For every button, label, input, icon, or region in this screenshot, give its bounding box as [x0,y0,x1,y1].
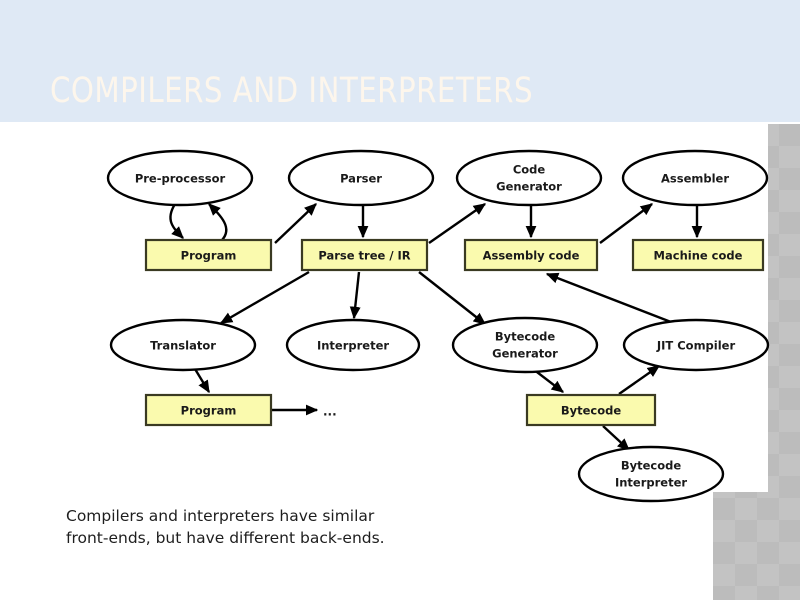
node-label-program-top: Program [181,249,237,263]
diagram-nodes: Pre-processor Parser Code Generator Asse… [106,149,770,503]
header-band [0,0,800,122]
node-label-interpreter: Interpreter [317,339,389,353]
compiler-pipeline-diagram: Pre-processor Parser Code Generator Asse… [106,149,770,503]
node-parse-tree-ir[interactable]: Parse tree / IR [300,238,429,272]
edge-translator-to-program [193,368,211,394]
node-label-code-generator-line1: Code [513,163,546,177]
node-label-bytecode-generator-line2: Generator [492,347,558,361]
node-label-assembly-code: Assembly code [483,249,580,263]
edge-jitcompiler-to-assemblycode [545,272,672,324]
node-bytecode[interactable]: Bytecode [525,393,657,427]
node-label-pre-processor: Pre-processor [135,172,226,186]
node-parser[interactable]: Parser [287,149,435,207]
node-label-parse-tree-ir: Parse tree / IR [318,249,410,263]
node-label-bytecode-generator-line1: Bytecode [495,330,556,344]
node-label-bytecode: Bytecode [561,404,622,418]
slide-caption: Compilers and interpreters have similar … [66,505,536,549]
node-bytecode-interpreter[interactable]: Bytecode Interpreter [577,445,725,503]
edge-parsetree-to-interpreter [349,271,361,320]
node-label-translator: Translator [150,339,216,353]
node-interpreter[interactable]: Interpreter [285,318,421,372]
node-label-bytecode-interpreter-line2: Interpreter [615,476,687,490]
node-pre-processor[interactable]: Pre-processor [106,149,254,207]
edge-program-to-preprocessor [208,203,228,241]
diagram-container: Pre-processor Parser Code Generator Asse… [95,140,785,503]
node-label-program-bottom: Program [181,404,237,418]
edge-preprocessor-to-program [169,203,184,239]
edge-parsetree-to-translator [219,270,310,325]
node-label-jit-compiler: JIT Compiler [656,339,736,353]
node-label-machine-code: Machine code [654,249,743,263]
ellipsis-marker: ... [323,405,337,419]
edge-program-to-parser [274,203,317,244]
node-program-bottom[interactable]: Program [144,393,273,427]
node-label-bytecode-interpreter-line1: Bytecode [621,459,682,473]
node-label-code-generator-line2: Generator [496,180,562,194]
edge-bytecode-to-bytecodeinterpreter [602,425,630,451]
node-program-top[interactable]: Program [144,238,273,272]
page-title: Compilers and Interpreters [50,71,534,111]
edge-assemblycode-to-assembler [599,203,653,244]
edge-parsetree-to-bytecodegenerator [418,271,486,325]
edge-bytecode-to-jitcompiler [618,365,661,395]
edge-bytecodegenerator-to-bytecode [532,368,564,393]
node-code-generator[interactable]: Code Generator [455,149,603,207]
node-assembly-code[interactable]: Assembly code [463,238,599,272]
node-machine-code[interactable]: Machine code [631,238,765,272]
caption-line-1: Compilers and interpreters have similar [66,507,375,525]
node-assembler[interactable]: Assembler [621,149,769,207]
diagram-edges [169,203,703,451]
edge-parsetree-to-codegenerator [428,203,487,244]
node-label-parser: Parser [340,172,382,186]
caption-line-2: front-ends, but have different back-ends… [66,529,385,547]
node-label-assembler: Assembler [661,172,729,186]
node-jit-compiler[interactable]: JIT Compiler [622,318,770,372]
node-translator[interactable]: Translator [109,318,257,372]
node-bytecode-generator[interactable]: Bytecode Generator [451,316,599,374]
